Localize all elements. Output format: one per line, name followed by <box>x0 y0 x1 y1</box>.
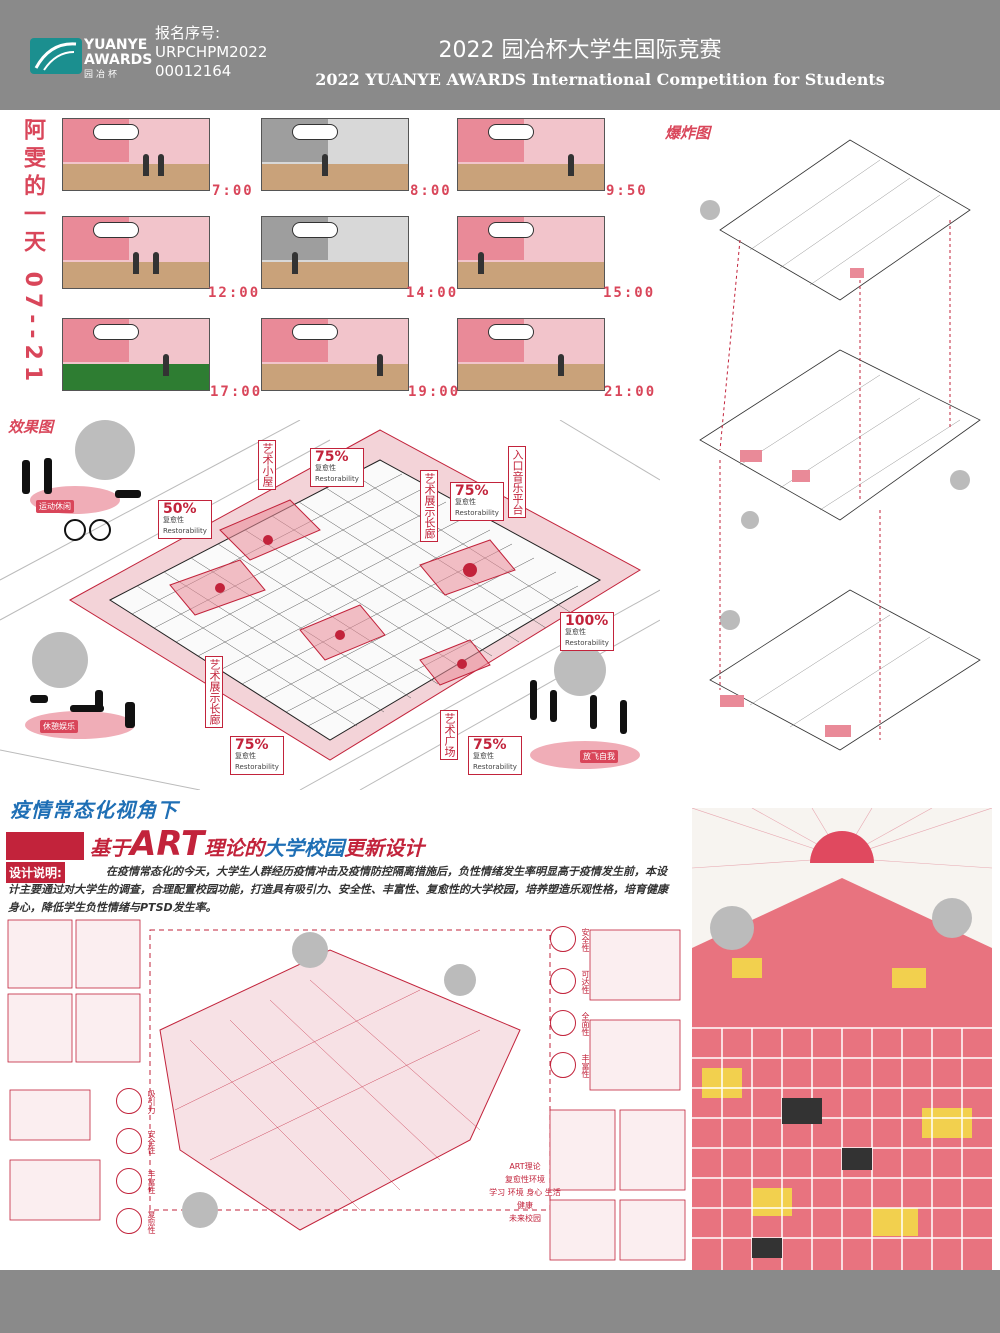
perspective-render <box>692 808 992 1270</box>
title-accent-bar <box>6 832 84 860</box>
time-label: 17:00 <box>210 384 263 400</box>
description-text: 在疫情常态化的今天，大学生人群经历疫情冲击及疫情防控隔离措施后，负性情绪发生率明… <box>8 865 668 914</box>
time-label: 15:00 <box>603 285 656 301</box>
exploded-illustration <box>699 139 981 751</box>
comic-panel <box>62 216 210 289</box>
title-english: 2022 YUANYE AWARDS International Competi… <box>315 70 885 89</box>
zone-label: 艺术展示长廊 <box>420 470 438 542</box>
header-band: YUANYE AWARDS 园冶杯 报名序号: URPCHPM2022 0001… <box>0 0 1000 110</box>
zone-label: 入口音乐平台 <box>508 446 526 518</box>
comic-panel <box>62 318 210 391</box>
feature-label: 安全性 <box>147 1130 156 1154</box>
art-middle: 复愈性环境 <box>505 1175 545 1184</box>
render-illustration <box>692 808 992 1270</box>
feature-label: 全面性 <box>581 1012 590 1036</box>
day-label: 阿雯的一天 07--21 <box>20 118 45 388</box>
comic-panel <box>261 118 409 191</box>
effect-title: 效果图 <box>8 418 54 436</box>
feature-label: 复愈性 <box>147 1210 156 1234</box>
title-part-c: 大学校园 <box>264 836 345 860</box>
bottom-illustration <box>7 919 686 1261</box>
shield-icon <box>116 1128 142 1154</box>
footer-band <box>0 1270 1000 1333</box>
comic-panel <box>261 216 409 289</box>
feature-label: 安全性 <box>581 928 590 952</box>
time-label: 21:00 <box>604 384 657 400</box>
logo-line-1: YUANYE <box>84 37 148 53</box>
explode-title: 爆炸图 <box>665 124 711 142</box>
exploded-diagram <box>680 120 995 790</box>
comic-panel <box>457 216 605 289</box>
zone-label: 艺术展示长廊 <box>205 656 223 728</box>
time-label: 14:00 <box>406 285 459 301</box>
description-label: 设计说明: <box>6 862 65 883</box>
zone-label: 艺术小屋 <box>258 440 276 490</box>
time-label: 19:00 <box>408 384 461 400</box>
title-part-b: 理论的 <box>204 836 265 860</box>
art-bottom: 未来校园 <box>509 1214 541 1223</box>
logo-line-2: AWARDS <box>84 52 153 68</box>
zone-label: 艺术广场 <box>440 710 458 760</box>
art-sub: 健康 <box>517 1201 533 1210</box>
registration-number: 报名序号: URPCHPM2022 00012164 <box>155 24 267 81</box>
time-label: 12:00 <box>208 285 261 301</box>
feature-label: 吸引力 <box>147 1090 156 1114</box>
feature-label: 丰富性 <box>147 1170 156 1194</box>
main-title-line-2: 基于ART理论的大学校园更新设计 <box>90 824 424 864</box>
feature-label: 丰富性 <box>581 1054 590 1078</box>
yuanye-logo-icon <box>30 38 82 74</box>
art-row: 学习 环境 身心 生活 <box>489 1188 561 1197</box>
time-label: 9:50 <box>606 183 648 199</box>
time-label: 8:00 <box>410 183 452 199</box>
recycle-icon <box>116 1208 142 1234</box>
title-part-e: 设计 <box>384 836 425 860</box>
activity-tag: 休憩娱乐 <box>40 720 78 733</box>
bottom-plans: 吸引力 安全性 丰富性 复愈性 安全性 可达性 全面性 丰富性 <box>0 910 690 1270</box>
reg-line-2: 00012164 <box>155 62 232 80</box>
activity-tag: 放飞自我 <box>580 750 618 763</box>
comic-panel <box>457 118 605 191</box>
comic-panel <box>62 118 210 191</box>
logo-sub: 园冶杯 <box>84 70 121 80</box>
main-title-line-1: 疫情常态化视角下 <box>10 798 178 822</box>
rich-icon <box>550 1052 576 1078</box>
safety-icon <box>550 926 576 952</box>
art-title: ART理论 <box>509 1162 541 1171</box>
title-art: ART <box>130 824 205 864</box>
reg-line-1: URPCHPM2022 <box>155 43 268 61</box>
reg-label: 报名序号: <box>155 24 221 42</box>
comic-panel <box>261 318 409 391</box>
title-chinese: 2022 园冶杯大学生国际竞赛 <box>438 38 722 63</box>
art-theory-diagram: ART理论 复愈性环境 学习 环境 身心 生活 健康 未来校园 <box>460 1160 590 1225</box>
title-part-a: 基于 <box>90 836 130 860</box>
attraction-icon <box>116 1088 142 1114</box>
logo-wordmark: YUANYE AWARDS 园冶杯 <box>84 38 152 83</box>
title-part-d: 更新 <box>344 836 385 860</box>
overall-icon <box>550 1010 576 1036</box>
access-icon <box>550 968 576 994</box>
feature-label: 可达性 <box>581 970 590 994</box>
activity-tag: 运动休闲 <box>36 500 74 513</box>
battery-icon <box>116 1168 142 1194</box>
time-label: 7:00 <box>212 183 254 199</box>
comic-panel <box>457 318 605 391</box>
